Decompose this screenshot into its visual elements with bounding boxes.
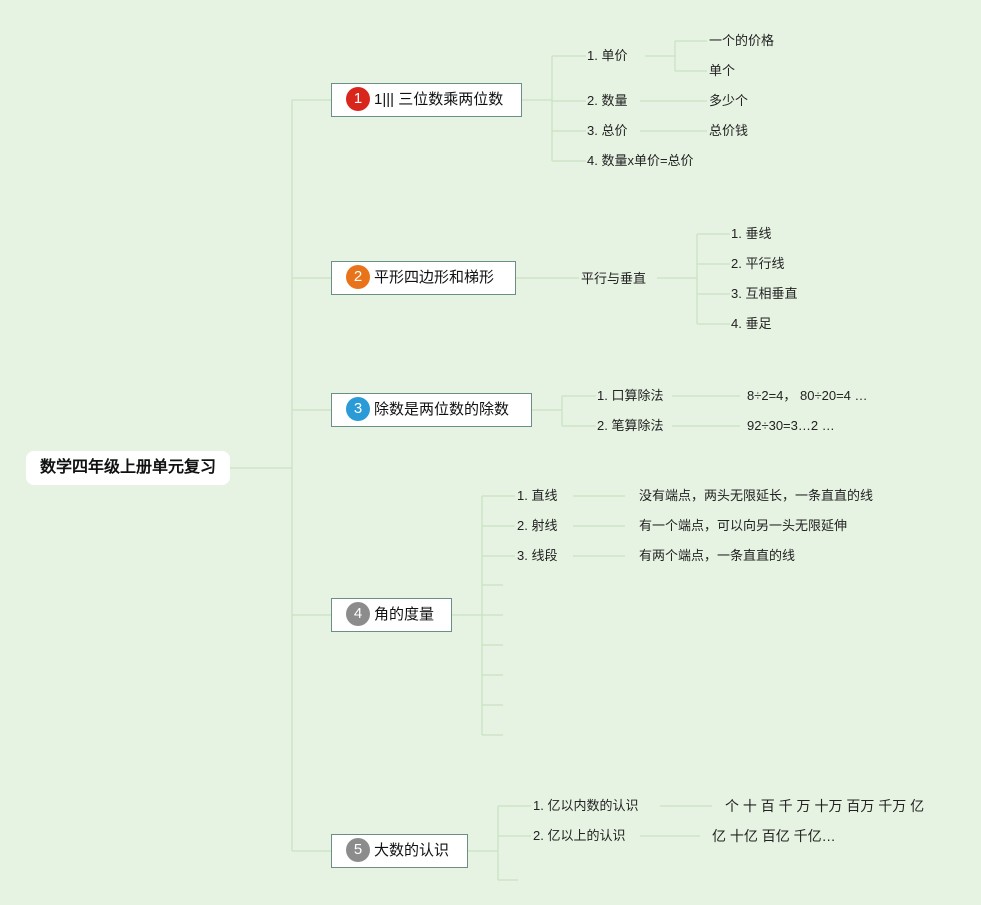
detail-node[interactable]: 有两个端点，一条直直的线 xyxy=(639,548,796,563)
number-badge-icon: 4 xyxy=(346,602,370,627)
subtopic-node[interactable]: 4. 数量x单价=总价 xyxy=(587,153,694,168)
detail-node[interactable]: 1. 垂线 xyxy=(731,226,772,241)
subtopic-node[interactable]: 2. 笔算除法 xyxy=(597,418,664,433)
detail-node[interactable]: 没有端点，两头无限延长，一条直直的线 xyxy=(639,488,874,503)
number-badge-icon: 1 xyxy=(346,87,370,112)
topic-label: 角的度量 xyxy=(374,606,435,623)
detail-node[interactable]: 2. 平行线 xyxy=(731,256,785,271)
detail-node[interactable]: 总价钱 xyxy=(709,123,749,138)
root-node[interactable]: 数学四年级上册单元复习 xyxy=(26,451,230,485)
topic-label: 1||| 三位数乘两位数 xyxy=(374,91,504,108)
detail-node[interactable]: 单个 xyxy=(709,63,736,78)
detail-node[interactable]: 个 十 百 千 万 十万 百万 千万 亿 xyxy=(725,798,925,814)
detail-node[interactable]: 多少个 xyxy=(709,93,749,108)
topic-label: 除数是两位数的除数 xyxy=(374,401,510,418)
subtopic-node[interactable]: 2. 数量 xyxy=(587,93,628,108)
detail-node[interactable]: 92÷30=3…2 … xyxy=(747,418,835,433)
detail-node[interactable]: 8÷2=4， 80÷20=4 … xyxy=(747,388,868,403)
detail-node[interactable]: 4. 垂足 xyxy=(731,316,772,331)
detail-node[interactable]: 3. 互相垂直 xyxy=(731,286,798,301)
detail-node[interactable]: 有一个端点，可以向另一头无限延伸 xyxy=(639,518,848,533)
subtopic-node[interactable]: 1. 直线 xyxy=(517,488,558,503)
subtopic-node[interactable]: 2. 射线 xyxy=(517,518,558,533)
subtopic-node[interactable]: 1. 口算除法 xyxy=(597,388,664,403)
subtopic-node[interactable]: 1. 单价 xyxy=(587,48,628,63)
number-badge-icon: 3 xyxy=(346,397,370,422)
subtopic-node[interactable]: 3. 总价 xyxy=(587,123,628,138)
topic-label: 大数的认识 xyxy=(374,842,450,859)
number-badge-icon: 5 xyxy=(346,838,370,863)
detail-node[interactable]: 一个的价格 xyxy=(709,33,775,48)
subtopic-node[interactable]: 3. 线段 xyxy=(517,548,558,563)
detail-node[interactable]: 亿 十亿 百亿 千亿… xyxy=(712,828,836,844)
subtopic-node[interactable]: 平行与垂直 xyxy=(581,271,647,286)
subtopic-node[interactable]: 1. 亿以内数的认识 xyxy=(533,798,639,813)
number-badge-icon: 2 xyxy=(346,265,370,290)
topic-label: 平形四边形和梯形 xyxy=(374,269,495,286)
subtopic-node[interactable]: 2. 亿以上的认识 xyxy=(533,828,626,843)
